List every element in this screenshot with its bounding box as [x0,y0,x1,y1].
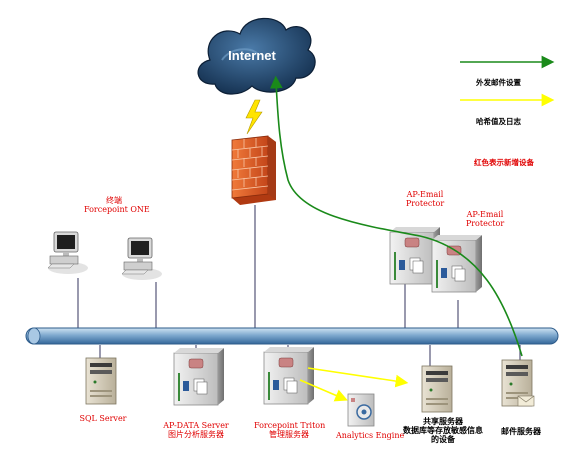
cloud-label: Internet [228,48,276,63]
yellow-flow-arrows [299,367,409,402]
firewall-icon [231,135,276,205]
email-protector-appliance-icon [431,234,483,293]
endpoints-label: 终端 Forcepoint ONE [84,196,150,214]
share-server-tower-icon [421,365,453,413]
legend [460,55,555,107]
analytics-engine-icon [347,393,375,427]
desktop-pc-icon [121,237,163,281]
connection-lines [77,205,521,370]
ap-data-server-label: AP-DATA Server 图片分析服务器 [163,421,229,439]
green-flow-arrow [269,75,523,357]
cloud-icon [197,17,316,95]
analytics-engine-label: Analytics Engine [336,431,405,440]
legend-yellow-label: 哈希值及日志 [476,117,521,126]
email-protector-label-1: AP-Email Protector [405,190,445,208]
sql-server-label: SQL Server [79,414,127,423]
ap-data-server-appliance-icon [173,347,225,406]
mail-server-tower-icon [501,359,535,407]
desktop-pc-icon [47,231,89,275]
email-protector-label-2: AP-Email Protector [465,210,505,228]
legend-green-label: 外发邮件设置 [476,78,521,87]
share-server-label: 共享服务器 数据库等存放敏感信息 的设备 [403,416,483,444]
network-bus [25,327,559,345]
lightning-icon [245,99,263,135]
triton-server-appliance-icon [263,346,315,405]
mail-server-label: 邮件服务器 [501,426,541,436]
sql-server-tower-icon [85,357,117,405]
legend-red-label: 红色表示新增设备 [474,158,534,167]
triton-server-label: Forcepoint Triton 管理服务器 [254,421,326,439]
